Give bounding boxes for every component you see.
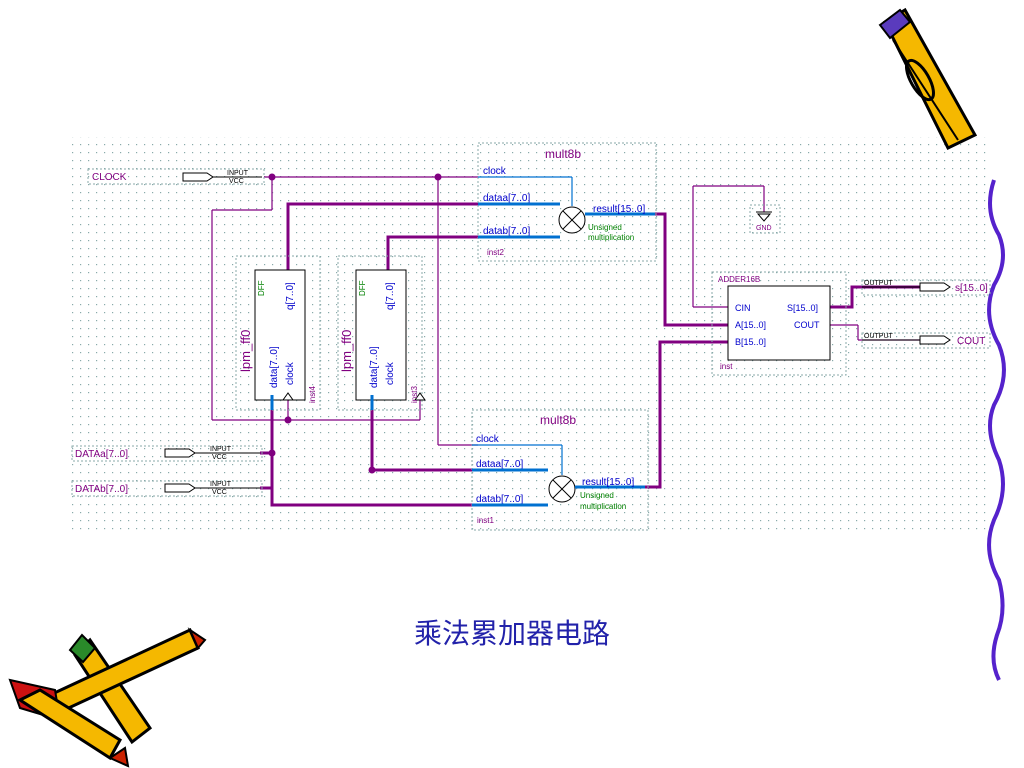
clock-vcc-tag: VCC [229, 178, 244, 185]
ff-left-clock: clock [285, 361, 296, 385]
wires [211, 176, 920, 446]
adder16b: ADDER16B CIN A[15..0] B[15..0] S[15..0] … [711, 271, 847, 376]
junctions [268, 173, 442, 474]
mult-bottom-clock: clock [476, 434, 500, 445]
s-output-tag: OUTPUT [864, 280, 894, 287]
mult-top-inst: inst2 [487, 248, 504, 257]
dataa-vcc-tag: VCC [212, 454, 227, 461]
clock-port-label: CLOCK [92, 172, 127, 183]
mult-top-datab: datab[7..0] [483, 226, 530, 237]
datab-port-label: DATAb[7..0] [75, 484, 128, 495]
s-port-label: s[15..0] [955, 283, 988, 294]
lpm-ff-right: lpm_ff0 DFF q[7..0] data[7..0] clock ins… [337, 255, 426, 411]
mult-top-clock: clock [483, 166, 507, 177]
mult-bottom-title: mult8b [540, 413, 576, 427]
datab-input-tag: INPUT [210, 481, 232, 488]
ff-right-inst: inst3 [410, 386, 419, 403]
adder-cout: COUT [794, 320, 820, 330]
mult-top-title: mult8b [545, 147, 581, 161]
mult-bottom-note2: multiplication [580, 502, 626, 511]
adder-s: S[15..0] [787, 303, 818, 313]
ff-left-q: q[7..0] [285, 282, 296, 310]
adder-a: A[15..0] [735, 320, 766, 330]
mult8b-top: mult8b clock dataa[7..0] datab[7..0] res… [477, 142, 657, 262]
dataa-input-tag: INPUT [210, 446, 232, 453]
ff-left-name: lpm_ff0 [238, 330, 253, 372]
s-output-port: OUTPUT s[15..0] [861, 279, 991, 296]
pencil-decoration-top [878, 7, 978, 150]
ff-right-q: q[7..0] [385, 282, 396, 310]
mult-bottom-note1: Unsigned [580, 491, 614, 500]
ff-left-data: data[7..0] [269, 346, 280, 388]
ff-right-kind: DFF [358, 280, 367, 296]
slide-caption: 乘法累加器电路 [413, 617, 610, 650]
mult-bottom-inst: inst1 [477, 516, 494, 525]
clock-input-port: CLOCK INPUT VCC [87, 168, 265, 185]
ff-right-name: lpm_ff0 [339, 330, 354, 372]
ff-right-data: data[7..0] [369, 346, 380, 388]
ff-right-clock: clock [385, 361, 396, 385]
mult-bottom-dataa: dataa[7..0] [476, 459, 523, 470]
mult-top-note2: multiplication [588, 233, 634, 242]
dataa-port-label: DATAa[7..0] [75, 449, 128, 460]
mult8b-bottom: mult8b clock dataa[7..0] datab[7..0] res… [471, 409, 649, 531]
adder-title: ADDER16B [718, 275, 760, 284]
cout-output-port: OUTPUT COUT [861, 332, 991, 349]
mult-top-dataa: dataa[7..0] [483, 193, 530, 204]
cout-port-label: COUT [957, 336, 985, 347]
mult-top-note1: Unsigned [588, 223, 622, 232]
mult-top-result: result[15..0] [593, 204, 645, 215]
adder-cin: CIN [735, 303, 751, 313]
lpm-ff-left: lpm_ff0 DFF q[7..0] data[7..0] clock ins… [235, 255, 321, 411]
mult-bottom-datab: datab[7..0] [476, 494, 523, 505]
adder-b: B[15..0] [735, 337, 766, 347]
ff-left-inst: inst4 [308, 386, 317, 403]
gnd-label: GND [756, 225, 772, 232]
adder-inst: inst [720, 362, 733, 371]
cout-output-tag: OUTPUT [864, 333, 894, 340]
datab-vcc-tag: VCC [212, 489, 227, 496]
pencils-decoration-bottom [8, 627, 207, 768]
ff-left-kind: DFF [257, 280, 266, 296]
gnd-symbol: GND [749, 204, 781, 234]
mult-bottom-result: result[15..0] [582, 477, 634, 488]
clock-input-tag: INPUT [227, 170, 249, 177]
wavy-border-right [987, 179, 1006, 681]
datab-input-port: DATAb[7..0] INPUT VCC [71, 480, 263, 497]
dataa-input-port: DATAa[7..0] INPUT VCC [71, 445, 263, 462]
